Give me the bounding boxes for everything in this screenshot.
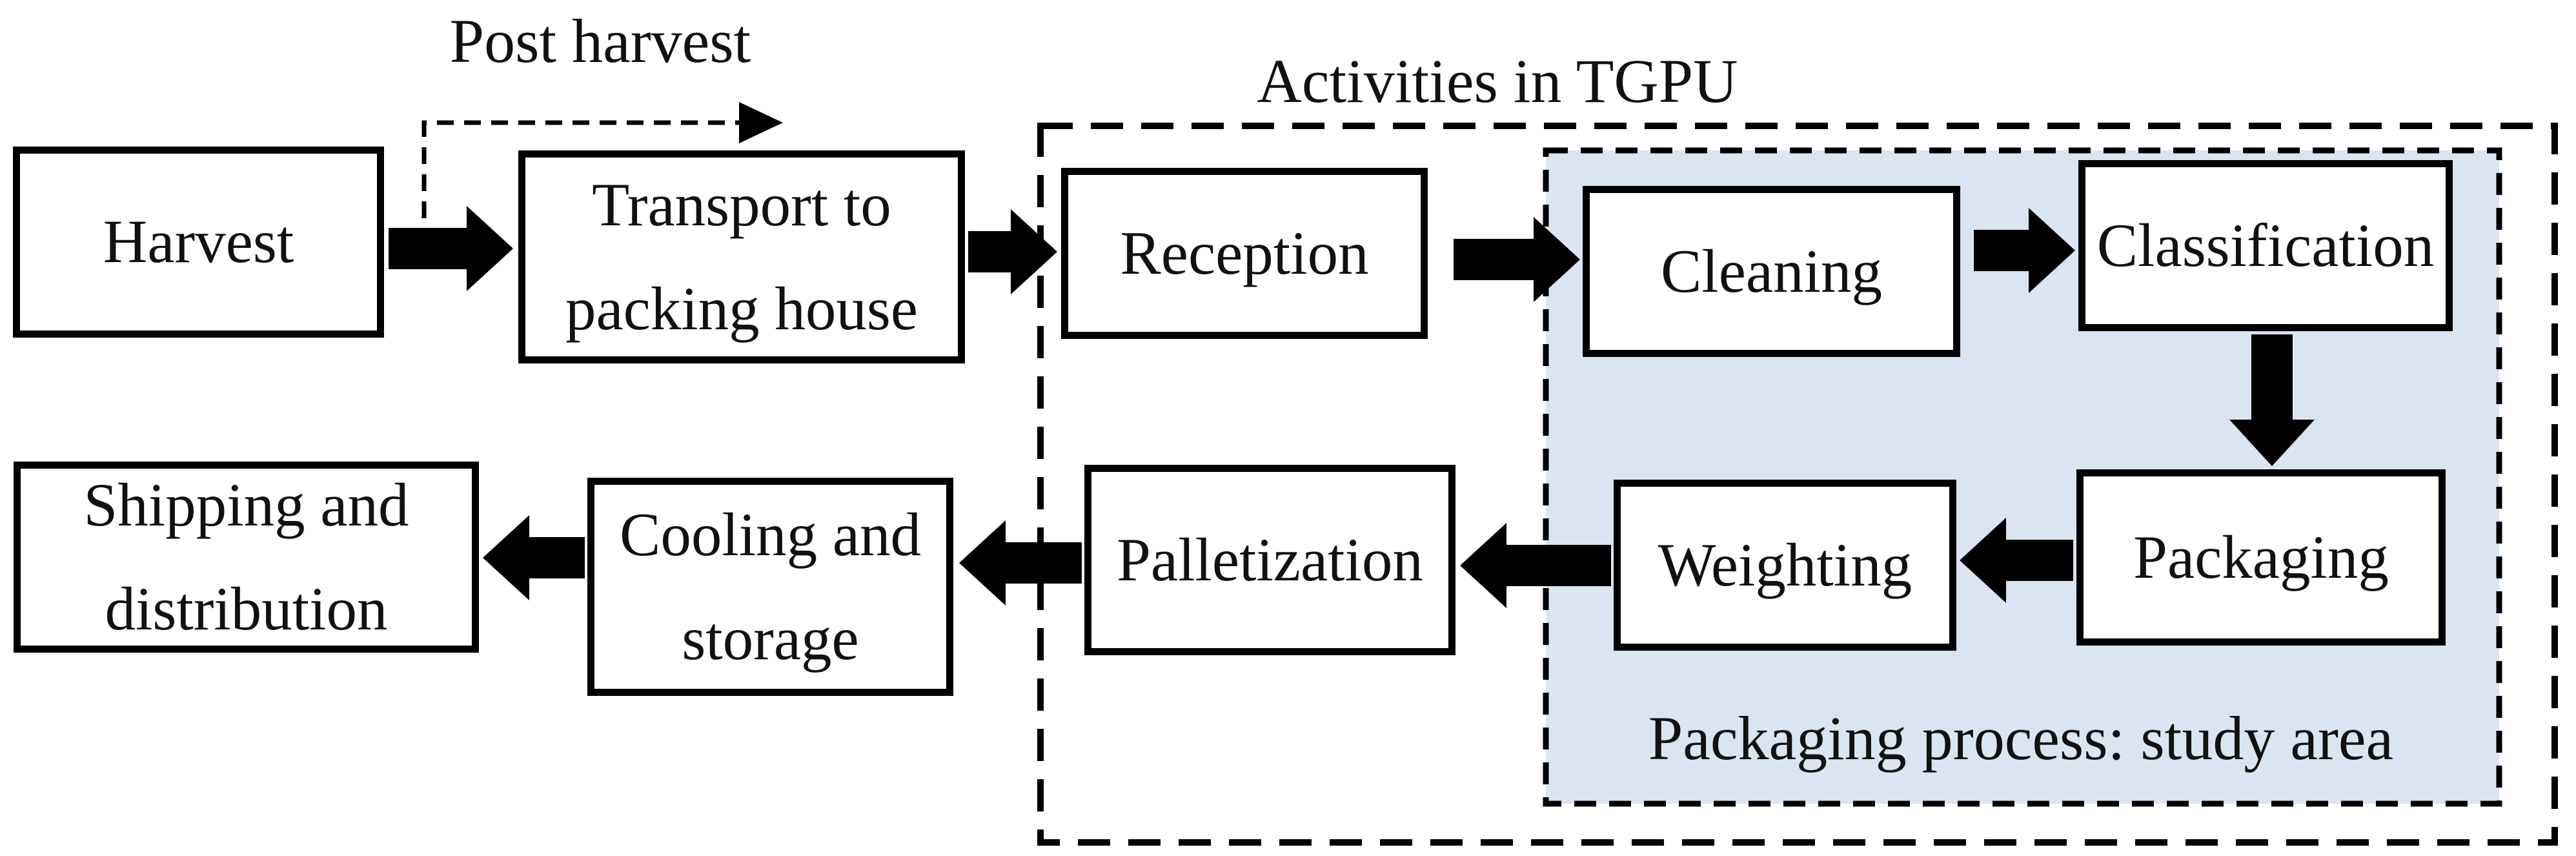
node-transport: Transport to packing house — [518, 150, 965, 363]
arrow-cooling-to-shipping — [483, 515, 585, 600]
node-cleaning-label: Cleaning — [1661, 236, 1882, 305]
node-classification-label: Classification — [2096, 210, 2435, 280]
node-reception-label: Reception — [1120, 218, 1369, 287]
node-weighting-label: Weighting — [1658, 530, 1912, 599]
node-cooling-label: Cooling and storage — [619, 500, 922, 673]
node-palletization: Palletization — [1084, 465, 1455, 655]
node-cooling: Cooling and storage — [587, 478, 953, 696]
post-harvest-arrowhead-icon — [739, 102, 783, 143]
post-harvest-label: Post harvest — [449, 6, 751, 76]
arrow-harvest-to-transport — [389, 206, 513, 291]
node-shipping-label: Shipping and distribution — [83, 470, 409, 644]
tgpu-container — [1037, 123, 2558, 846]
node-transport-label: Transport to packing house — [565, 170, 918, 343]
node-classification: Classification — [2078, 160, 2453, 331]
node-reception: Reception — [1061, 168, 1428, 339]
study-area-label: Packaging process: study area — [1648, 704, 2394, 773]
node-weighting: Weighting — [1614, 480, 1956, 651]
tgpu-rect — [1037, 123, 2558, 846]
node-shipping: Shipping and distribution — [14, 462, 479, 653]
node-harvest: Harvest — [13, 147, 384, 338]
node-harvest-label: Harvest — [103, 207, 294, 276]
activities-in-tgpu-label: Activities in TGPU — [1257, 46, 1738, 116]
node-packaging: Packaging — [2076, 469, 2446, 646]
node-palletization-label: Palletization — [1117, 525, 1423, 594]
node-packaging-label: Packaging — [2133, 522, 2389, 591]
node-cleaning: Cleaning — [1583, 186, 1960, 357]
